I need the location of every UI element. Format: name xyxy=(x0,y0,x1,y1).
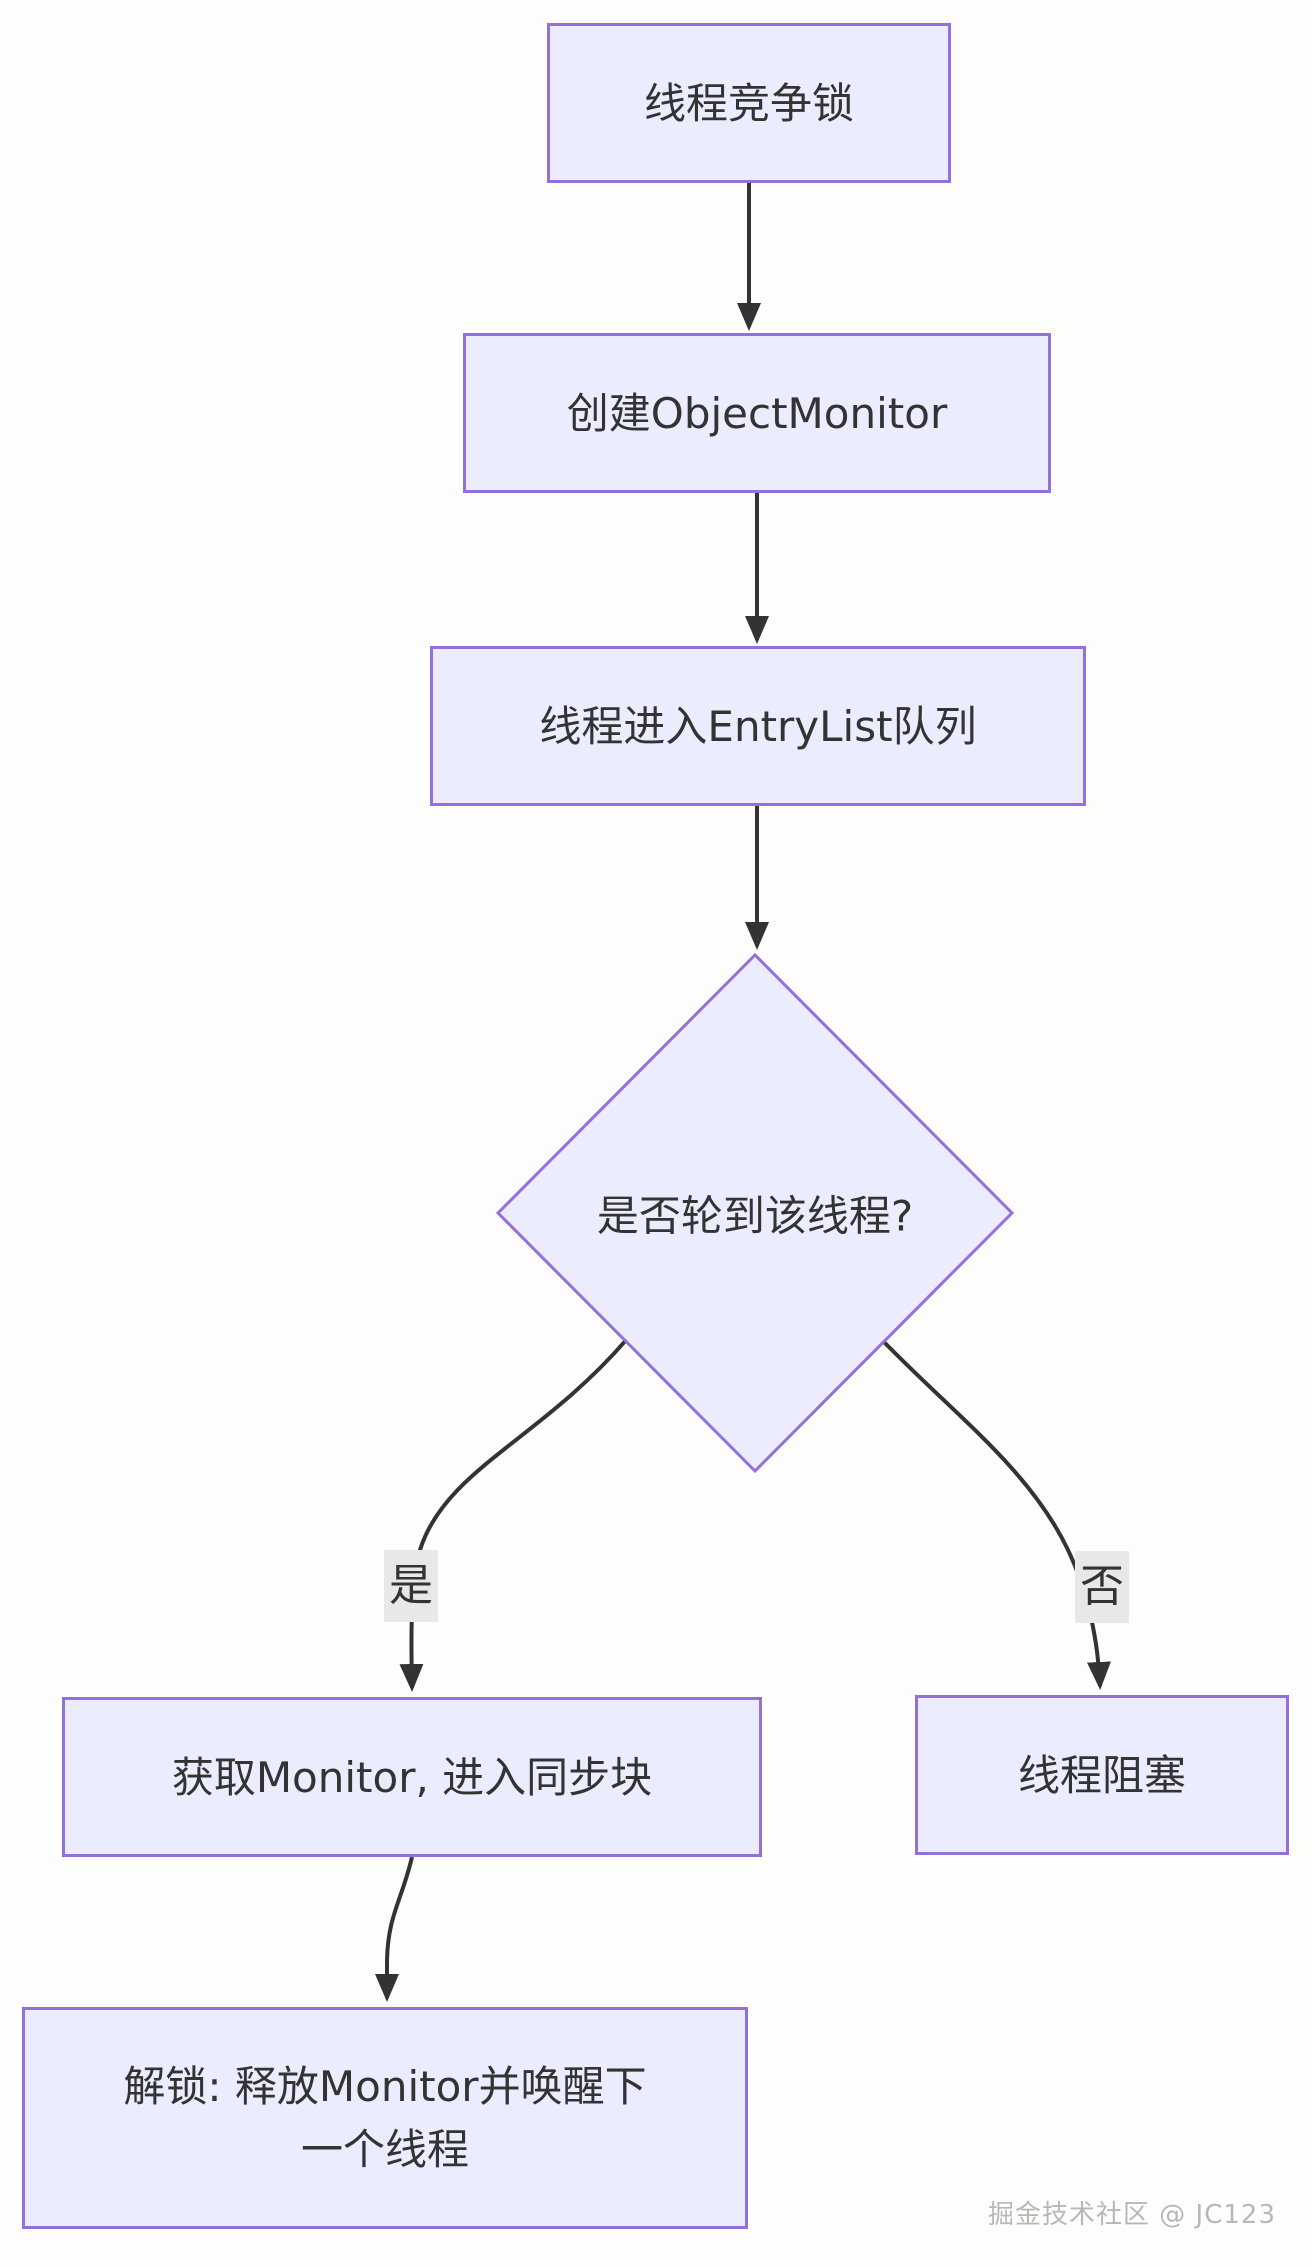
node-thread-compete-lock: 线程竞争锁 xyxy=(547,23,951,183)
node-enter-entrylist: 线程进入EntryList队列 xyxy=(430,646,1086,806)
node-unlock-release-monitor: 解锁: 释放Monitor并唤醒下 一个线程 xyxy=(22,2007,748,2229)
edge-label-no: 否 xyxy=(1075,1551,1129,1623)
edge-acquire-to-unlock xyxy=(375,1856,414,2002)
node-acquire-monitor-label: 获取Monitor, 进入同步块 xyxy=(171,1752,653,1802)
node-create-objectmonitor-label: 创建ObjectMonitor xyxy=(566,388,948,438)
node-enter-entrylist-label: 线程进入EntryList队列 xyxy=(539,701,977,751)
node-create-objectmonitor: 创建ObjectMonitor xyxy=(463,333,1051,493)
node-acquire-monitor: 获取Monitor, 进入同步块 xyxy=(62,1697,762,1857)
edge-decision-no xyxy=(882,1340,1111,1690)
node-unlock-release-monitor-label: 解锁: 释放Monitor并唤醒下 一个线程 xyxy=(123,2055,646,2181)
unlock-label-line1: 解锁: 释放Monitor并唤醒下 xyxy=(123,2062,647,2111)
watermark: 掘金技术社区 @ JC123 xyxy=(988,2200,1276,2230)
unlock-label-line2: 一个线程 xyxy=(300,2125,469,2174)
edge-decision-yes xyxy=(399,1337,629,1692)
node-thread-blocked-label: 线程阻塞 xyxy=(1017,1750,1186,1800)
node-thread-blocked: 线程阻塞 xyxy=(915,1695,1289,1855)
edge-label-yes: 是 xyxy=(384,1550,438,1622)
decision-diamond-label: 是否轮到该线程? xyxy=(596,1191,914,1241)
node-thread-compete-lock-label: 线程竞争锁 xyxy=(643,78,854,128)
decision-diamond-shape xyxy=(495,952,1015,1474)
